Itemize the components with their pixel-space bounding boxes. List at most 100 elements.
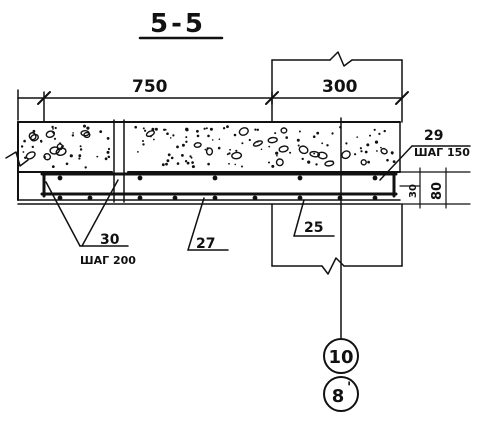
aggregate-dot bbox=[172, 134, 175, 137]
aggregate-pebble bbox=[380, 147, 388, 155]
aggregate-dot bbox=[366, 143, 370, 147]
aggregate-dot bbox=[40, 139, 43, 142]
aggregate-dot bbox=[297, 144, 300, 147]
aggregate-dot bbox=[185, 136, 188, 139]
aggregate-pebble bbox=[238, 127, 249, 136]
reference-marker-top: 10 bbox=[323, 338, 359, 374]
aggregate-pebble bbox=[43, 152, 52, 161]
aggregate-dot bbox=[54, 126, 57, 130]
callout-29-label: 29 bbox=[424, 128, 443, 144]
aggregate-pebble bbox=[49, 146, 60, 155]
aggregate-dot bbox=[22, 151, 25, 153]
aggregate-dot bbox=[189, 155, 192, 158]
rebar-dot bbox=[57, 175, 63, 181]
aggregate-dot bbox=[69, 154, 73, 158]
aggregate-dot bbox=[142, 143, 145, 146]
aggregate-dot bbox=[203, 127, 206, 130]
aggregate-dot bbox=[222, 127, 226, 130]
aggregate-dot bbox=[374, 140, 379, 144]
aggregate-dot bbox=[31, 145, 34, 149]
aggregate-dot bbox=[209, 127, 213, 131]
reinforcement-cage bbox=[17, 172, 401, 205]
aggregate-dot bbox=[392, 160, 396, 164]
aggregate-dot bbox=[207, 162, 210, 166]
aggregate-dot bbox=[359, 147, 362, 150]
aggregate-dot bbox=[196, 134, 200, 138]
aggregate-dot bbox=[276, 154, 278, 157]
aggregate-pebble bbox=[145, 130, 156, 138]
aggregate-dot bbox=[78, 154, 82, 158]
reference-bottom-label: 8 bbox=[332, 386, 345, 407]
rebar-dot bbox=[57, 195, 63, 201]
aggregate-dot bbox=[104, 157, 108, 161]
aggregate-pebble bbox=[317, 151, 328, 160]
callout-27: 27 bbox=[187, 197, 229, 252]
aggregate-dot bbox=[268, 161, 270, 164]
rebar-dot bbox=[137, 175, 143, 181]
aggregate-dot bbox=[170, 156, 174, 160]
rebar-dot bbox=[212, 195, 218, 201]
aggregate-dot bbox=[211, 139, 214, 141]
aggregate-dot bbox=[391, 152, 394, 155]
aggregate-dot bbox=[84, 166, 87, 169]
aggregate-dot bbox=[369, 134, 371, 137]
aggregate-dot bbox=[107, 147, 111, 151]
rebar-dot bbox=[172, 195, 178, 201]
aggregate-dot bbox=[79, 148, 83, 151]
aggregate-dot bbox=[181, 143, 185, 147]
aggregate-dot bbox=[241, 165, 243, 168]
callout-30-step: ШАГ 200 bbox=[80, 254, 136, 267]
aggregate-dot bbox=[51, 165, 55, 169]
aggregate-dot bbox=[166, 159, 170, 163]
aggregate-dot bbox=[166, 132, 169, 135]
right-dimensions: 30 80 bbox=[399, 167, 471, 209]
callout-29-step: ШАГ 150 bbox=[414, 146, 470, 159]
aggregate-dot bbox=[367, 160, 370, 164]
aggregate-dot bbox=[254, 128, 257, 131]
aggregate-dot bbox=[313, 152, 316, 155]
aggregate-dot bbox=[205, 127, 208, 130]
aggregate-dot bbox=[161, 163, 165, 167]
rebar-dot bbox=[372, 175, 378, 181]
aggregate-dot bbox=[275, 151, 279, 155]
aggregate-dot bbox=[268, 145, 271, 148]
aggregate-dot bbox=[364, 150, 368, 154]
concrete-slab bbox=[5, 121, 401, 201]
aggregate-dot bbox=[316, 131, 320, 135]
callout-29: 29 ШАГ 150 bbox=[379, 128, 471, 181]
aggregate-dot bbox=[163, 128, 166, 131]
dim-30: 30 bbox=[408, 184, 419, 198]
aggregate-dot bbox=[107, 155, 110, 158]
aggregate-dot bbox=[260, 148, 263, 151]
aggregate-pebble bbox=[324, 160, 335, 167]
aggregate-pebble bbox=[45, 130, 56, 139]
aggregate-dot bbox=[65, 162, 69, 166]
aggregate-dot bbox=[301, 157, 304, 161]
callout-25: 25 bbox=[293, 199, 335, 237]
aggregate-dot bbox=[356, 136, 359, 138]
callout-30: 30 ШАГ 200 bbox=[45, 179, 136, 267]
aggregate-dot bbox=[186, 161, 190, 165]
rebar-dot bbox=[372, 195, 378, 201]
aggregate-pebble bbox=[231, 151, 243, 160]
callout-30-label: 30 bbox=[100, 232, 120, 248]
aggregate-dot bbox=[181, 154, 184, 157]
aggregate-dot bbox=[235, 149, 238, 152]
aggregate-dot bbox=[256, 128, 259, 131]
aggregate-dot bbox=[376, 150, 378, 152]
aggregate-dot bbox=[78, 157, 81, 160]
aggregate-dot bbox=[321, 142, 324, 145]
aggregate-dot bbox=[233, 133, 237, 137]
aggregate-dot bbox=[52, 127, 54, 130]
slab-joint bbox=[113, 119, 125, 203]
aggregate-pebble bbox=[193, 142, 202, 148]
aggregate-dot bbox=[144, 129, 147, 132]
aggregate-dot bbox=[248, 138, 251, 142]
aggregate-dot bbox=[153, 138, 155, 141]
aggregate-dot bbox=[218, 138, 221, 140]
aggregate-dot bbox=[106, 137, 110, 140]
reference-top-label: 10 bbox=[328, 347, 353, 368]
aggregate-dot bbox=[345, 142, 348, 145]
callout-25-label: 25 bbox=[304, 220, 323, 236]
